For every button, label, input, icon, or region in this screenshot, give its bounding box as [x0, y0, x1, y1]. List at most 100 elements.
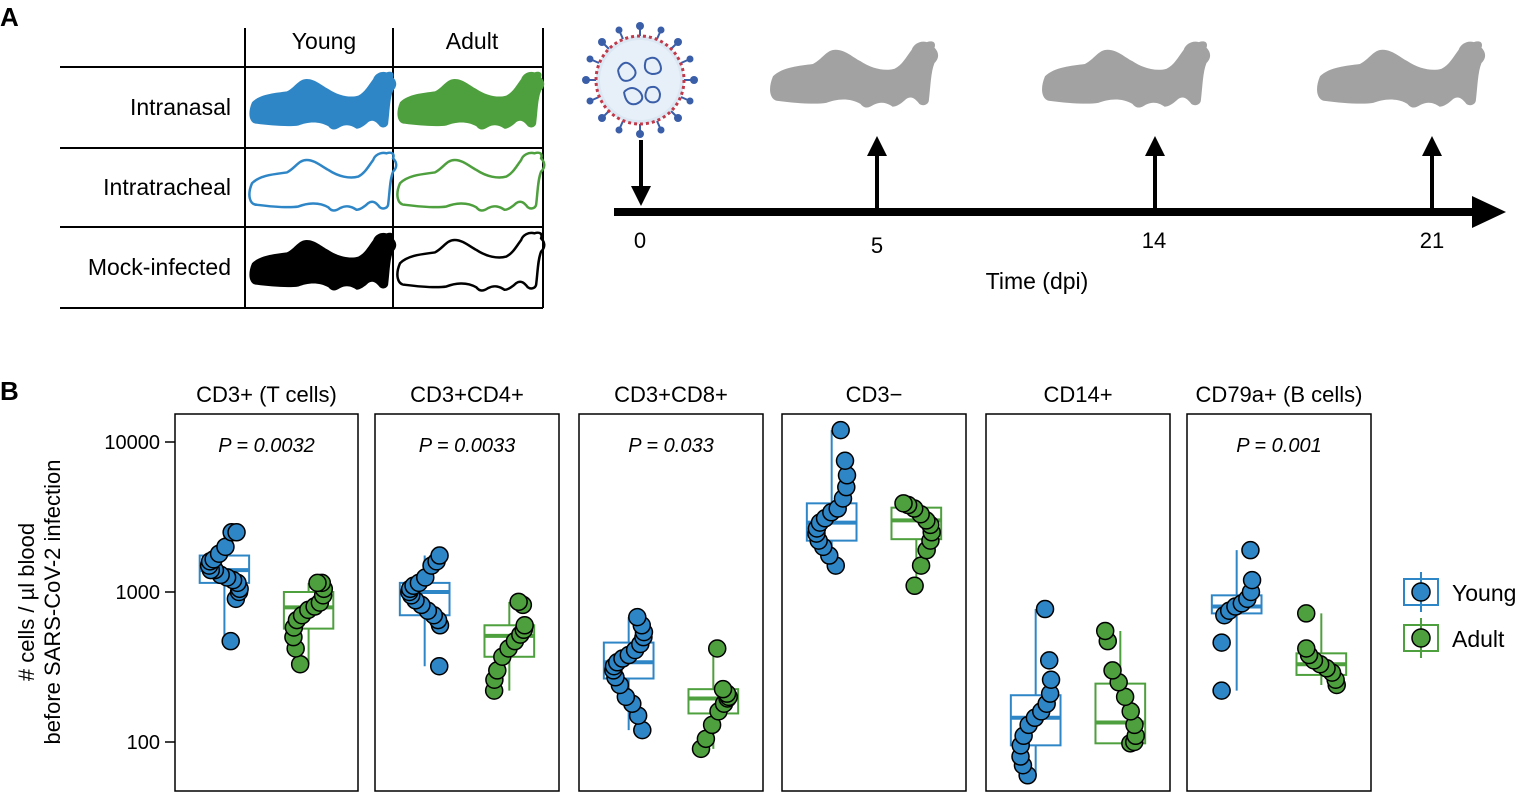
facet-title: CD14+ [1043, 382, 1112, 407]
boxplot-adult [483, 592, 536, 700]
infection-arrowhead [631, 186, 651, 206]
boxplot-young [1009, 599, 1062, 785]
data-point [308, 573, 327, 593]
data-point [835, 451, 855, 470]
facet-3: CD3− [781, 382, 967, 792]
data-point [1212, 633, 1231, 652]
legend: Young Adult [1403, 572, 1516, 658]
ferret-adult-mock-icon [396, 231, 546, 292]
y-axis-title: # cells / µl blood before SARS-CoV-2 inf… [14, 460, 65, 745]
time-tick-21: 21 [1420, 228, 1444, 253]
facet-1: CD3+CD4+ P = 0.0033 [374, 382, 560, 792]
legend-label-adult: Adult [1452, 626, 1505, 652]
p-value-label: P = 0.0033 [419, 435, 516, 457]
data-point [509, 592, 528, 612]
facet-title: CD3− [846, 382, 903, 407]
data-point [1296, 604, 1316, 623]
facet-frame [374, 413, 560, 792]
data-point [1241, 540, 1260, 560]
data-point [1039, 651, 1059, 670]
facet-frame [174, 413, 359, 792]
facet-5: CD79a+ (B cells) P = 0.001 [1186, 382, 1372, 792]
ferret-21dpi-icon [1317, 41, 1486, 108]
data-point [1212, 681, 1231, 700]
boxplot-young [398, 546, 451, 676]
data-point [713, 679, 733, 699]
data-point [905, 576, 924, 596]
data-point [290, 654, 310, 674]
boxplot-young [198, 523, 251, 651]
ferret-14dpi-icon [1042, 41, 1211, 108]
panel-a-letter: A [0, 2, 19, 32]
ferret-5dpi-icon [770, 41, 939, 108]
boxplot-adult [282, 573, 335, 674]
boxplot-adult [1094, 621, 1147, 753]
ferret-young-mock-icon [249, 232, 397, 291]
data-point [227, 523, 246, 542]
sampling-arrowhead-14 [1145, 136, 1165, 156]
row-label-intratracheal: Intratracheal [103, 174, 231, 200]
data-point [221, 631, 240, 651]
data-point [1242, 570, 1262, 590]
facet-title: CD3+ (T cells) [196, 382, 337, 407]
ferret-young-intranasal-icon [249, 71, 397, 130]
data-point [1041, 670, 1061, 690]
column-header-young: Young [292, 28, 356, 54]
time-axis-arrowhead [1472, 196, 1506, 228]
time-axis-label: Time (dpi) [986, 268, 1089, 294]
data-point [894, 494, 913, 513]
boxplot-adult [687, 639, 740, 759]
data-point [707, 639, 727, 658]
panel-b-letter: B [0, 376, 19, 406]
facet-frame [1186, 413, 1372, 792]
facet-frame [781, 413, 967, 792]
y-tick-label: 1000 [116, 582, 161, 604]
time-tick-0: 0 [634, 228, 646, 253]
time-tick-14: 14 [1142, 228, 1166, 253]
ferret-young-intratracheal-icon [248, 151, 398, 212]
sampling-arrowhead-5 [867, 136, 887, 156]
ferret-adult-intranasal-icon [397, 71, 545, 130]
data-point [429, 656, 449, 676]
facet-frame [578, 413, 764, 792]
facet-2: CD3+CD8+ P = 0.033 [578, 382, 764, 792]
data-point [430, 546, 449, 565]
facet-title: CD79a+ (B cells) [1196, 382, 1363, 407]
boxplot-young [805, 420, 858, 575]
sampling-arrowhead-21 [1422, 136, 1442, 156]
facet-panels: CD3+ (T cells) P = 0.0032 CD3+CD4+ P = 0.00… [174, 382, 1372, 792]
timeline: 0 5 14 21 Time (dpi) [582, 22, 1506, 294]
data-point [515, 616, 534, 635]
legend-label-young: Young [1452, 580, 1516, 606]
facet-frame [985, 413, 1171, 792]
y-axis: 100 1000 10000 [104, 432, 175, 754]
data-point [1095, 621, 1115, 641]
data-point [1035, 599, 1055, 619]
data-point [1297, 639, 1316, 658]
p-value-label: P = 0.0032 [218, 435, 315, 457]
time-tick-5: 5 [871, 233, 883, 258]
boxplot-adult [1295, 604, 1348, 695]
y-tick-label: 100 [127, 732, 160, 754]
group-table: Young Adult Intranasal Intratracheal Moc… [60, 28, 546, 309]
boxplot-young [602, 607, 655, 740]
boxplot-adult [890, 494, 943, 596]
facet-title: CD3+CD4+ [410, 382, 524, 407]
y-axis-title-line2: before SARS-CoV-2 infection [40, 460, 65, 745]
y-tick-label: 10000 [104, 432, 160, 454]
data-point [911, 556, 931, 575]
data-point [628, 607, 647, 627]
legend-key-young-point [1411, 582, 1431, 602]
data-point [1103, 661, 1122, 680]
y-axis-title-line1: # cells / µl blood [14, 523, 39, 681]
legend-key-adult-point [1411, 628, 1431, 648]
row-label-mock-infected: Mock-infected [88, 254, 231, 280]
facet-4: CD14+ [985, 382, 1171, 792]
facet-title: CD3+CD8+ [614, 382, 728, 407]
ferret-adult-intratracheal-icon [396, 151, 546, 212]
p-value-label: P = 0.033 [628, 435, 713, 457]
p-value-label: P = 0.001 [1236, 435, 1321, 457]
column-header-adult: Adult [446, 28, 499, 54]
boxplot-young [1210, 540, 1263, 700]
